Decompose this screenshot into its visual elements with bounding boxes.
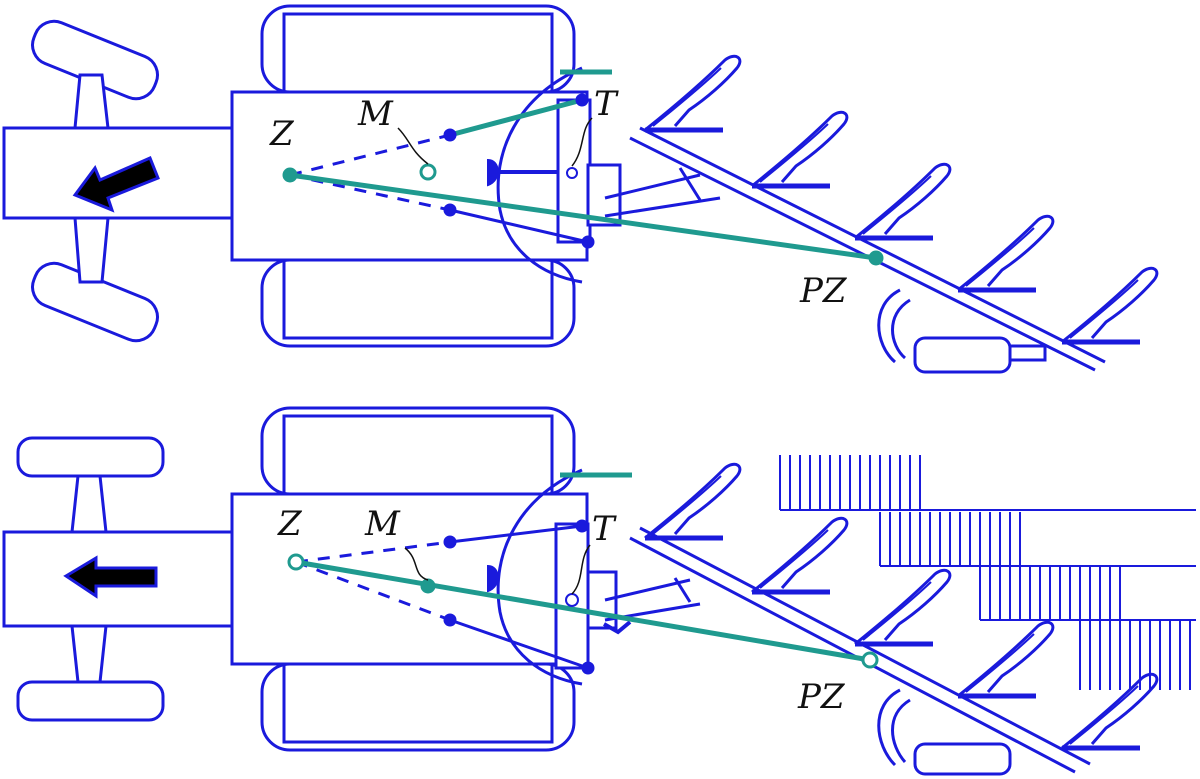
- gauge-wheel-hub: [1008, 344, 1047, 362]
- support-wheel: [877, 688, 1012, 776]
- rear-wheels: [260, 406, 576, 752]
- hinge-lower: [443, 203, 457, 217]
- label-m: M: [364, 504, 401, 544]
- frame-pin-lower: [581, 661, 595, 675]
- direction-arrow-bottom: [63, 555, 158, 599]
- furrow-hatching: [779, 455, 1196, 690]
- point-t: [566, 167, 578, 179]
- front-wheels: [16, 436, 165, 722]
- linkage-lines: [289, 69, 877, 261]
- pto-shield: [487, 158, 499, 187]
- rear-wheel-upper: [260, 4, 576, 94]
- label-t: T: [594, 84, 619, 124]
- frame-pin-upper: [575, 519, 589, 533]
- hinge-upper: [443, 535, 457, 549]
- label-t: T: [592, 509, 617, 549]
- lower-link-upper: [449, 97, 583, 138]
- front-axle-upper: [70, 474, 108, 534]
- plough-body-1: [645, 464, 740, 538]
- rear-wheels: [260, 4, 576, 348]
- hinge-lower: [443, 613, 457, 627]
- plough-body-1: [645, 56, 740, 130]
- label-z: Z: [277, 504, 303, 544]
- lower-link-upper: [449, 524, 583, 544]
- label-z: Z: [269, 114, 295, 154]
- plough-body-4: [958, 216, 1053, 290]
- rear-wheel-upper-inner: [282, 12, 554, 94]
- plough-bodies: [645, 56, 1157, 342]
- pull-line-z-pz: [289, 172, 877, 261]
- front-axle-lower: [73, 216, 110, 284]
- plough-body-2: [752, 112, 847, 186]
- support-wheel: [877, 288, 1047, 374]
- plough-body-2: [752, 518, 847, 592]
- label-m: M: [357, 94, 394, 134]
- dashed-link-upper: [295, 540, 451, 564]
- rear-wheel-upper: [260, 406, 576, 496]
- furrow-2: [879, 512, 1021, 566]
- point-pz: [861, 651, 879, 669]
- plough-body-5: [1062, 268, 1157, 342]
- panel-top: Z M T PZ: [2, 4, 1157, 374]
- leader-lines: [404, 544, 591, 595]
- gauge-wheel: [913, 336, 1012, 374]
- point-m: [420, 578, 436, 594]
- disc-coulter: [877, 288, 901, 364]
- rear-wheel-lower-inner: [282, 662, 554, 744]
- front-wheel-right: [16, 680, 165, 722]
- frame-pin-upper: [575, 93, 589, 107]
- gauge-wheel: [913, 742, 1012, 776]
- furrow-3: [979, 566, 1121, 620]
- hinge-upper: [443, 128, 457, 142]
- disc-coulter: [877, 688, 901, 767]
- plough-body-3: [855, 570, 950, 644]
- point-z: [287, 553, 305, 571]
- arrow-icon: [63, 555, 158, 599]
- linkage-points: [287, 519, 879, 675]
- dashed-link-upper: [289, 133, 451, 177]
- point-pz: [868, 250, 884, 266]
- point-z: [282, 167, 298, 183]
- front-axle-upper: [73, 73, 110, 130]
- plough-body-4: [958, 622, 1053, 696]
- front-wheels: [31, 19, 159, 343]
- front-axle-lower: [70, 624, 108, 684]
- leader-lines: [397, 117, 593, 167]
- linkage-points: [282, 93, 884, 266]
- rear-wheel-lower: [260, 662, 576, 752]
- dashed-link-lower: [295, 560, 451, 622]
- pull-line-z-pz: [295, 559, 871, 663]
- label-pz: PZ: [799, 271, 848, 311]
- furrow-1: [779, 455, 921, 510]
- frame-pin-lower: [581, 235, 595, 249]
- panel-bottom: Z M T PZ: [2, 406, 1196, 776]
- pto-shield: [487, 564, 499, 593]
- direction-arrow-top: [72, 156, 160, 213]
- label-pz: PZ: [797, 677, 846, 717]
- linkage-lines: [295, 472, 871, 670]
- lower-link-lower: [449, 618, 589, 670]
- furrow-4: [1079, 620, 1191, 690]
- point-t: [565, 593, 579, 607]
- rear-wheel-upper-inner: [282, 414, 554, 496]
- rear-wheel-lower-inner: [282, 258, 554, 340]
- front-wheel-left: [16, 436, 165, 478]
- plough-body-3: [855, 164, 950, 238]
- rear-wheel-lower: [260, 258, 576, 348]
- rear-fender-arc: [496, 468, 583, 686]
- arrow-icon: [72, 156, 160, 213]
- rear-fender-arc: [496, 66, 583, 284]
- point-m: [419, 163, 437, 181]
- lower-link-lower: [449, 208, 589, 244]
